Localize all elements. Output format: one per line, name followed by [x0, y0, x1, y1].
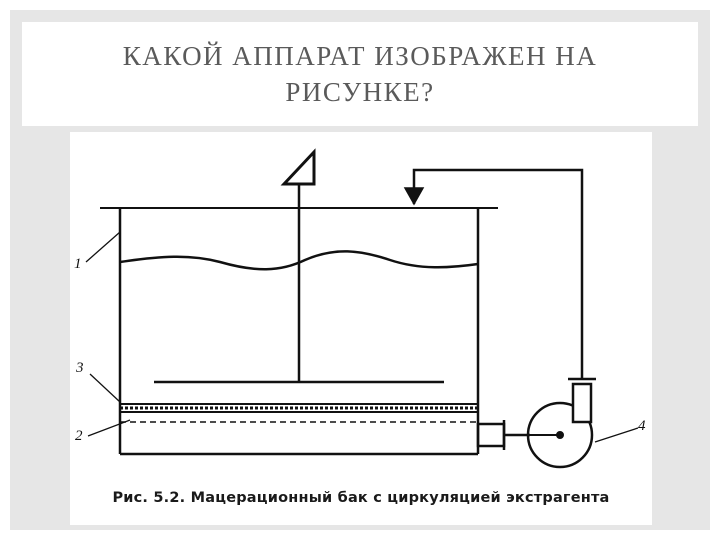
title-box: КАКОЙ АППАРАТ ИЗОБРАЖЕН НА РИСУНКЕ?	[22, 22, 698, 126]
liquid-surface	[119, 250, 479, 271]
leader-4	[594, 427, 639, 443]
pump-axis	[556, 431, 564, 439]
slide-title: КАКОЙ АППАРАТ ИЗОБРАЖЕН НА РИСУНКЕ?	[122, 41, 598, 107]
maceration-tank-diagram	[85, 148, 639, 469]
figure-caption: Рис. 5.2. Мацерационный бак с циркуляцие…	[112, 490, 610, 506]
outlet-pipe	[476, 422, 506, 448]
label-grid-lower: 2	[75, 428, 83, 444]
label-grid-upper: 3	[76, 360, 84, 376]
return-pipe	[412, 168, 584, 379]
figure: 1 3 2 4 Рис. 5.2. Мацерационный бак с ци…	[70, 132, 652, 525]
leader-2	[87, 419, 131, 437]
leader-3	[89, 373, 121, 403]
pump-body	[526, 401, 594, 469]
label-tank: 1	[74, 256, 82, 272]
pump-discharge	[571, 382, 593, 424]
leader-1	[85, 231, 121, 263]
label-pump: 4	[638, 418, 646, 434]
stirrer-flag	[280, 148, 316, 186]
return-arrow	[403, 187, 425, 206]
